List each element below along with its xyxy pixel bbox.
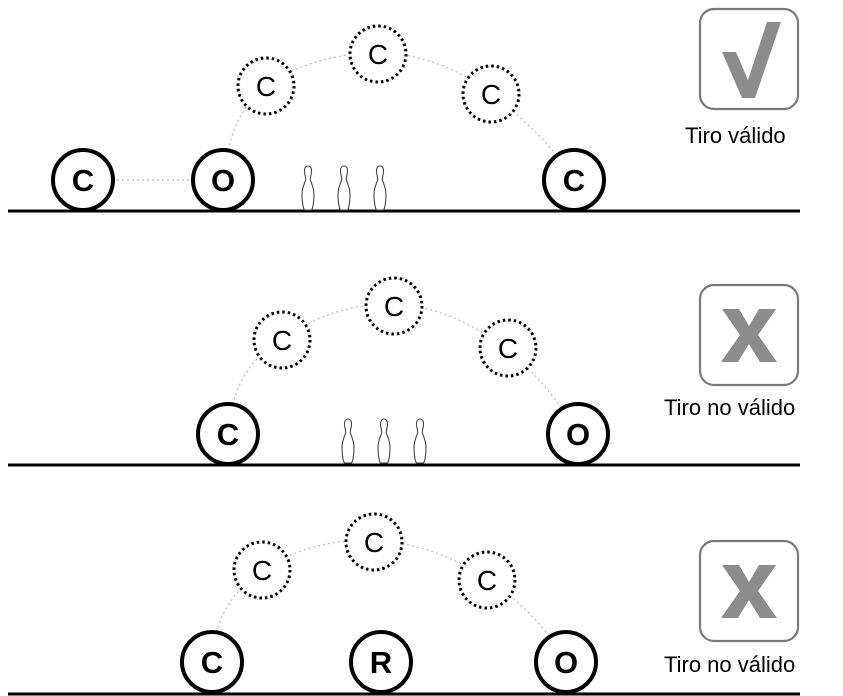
pin bbox=[337, 165, 351, 211]
ball-solid: O bbox=[534, 630, 598, 694]
ball-dotted: C bbox=[232, 540, 292, 600]
ball-letter: C bbox=[252, 555, 272, 586]
ball-letter: R bbox=[370, 645, 392, 680]
ball-letter: C bbox=[72, 163, 94, 198]
ball-letter: C bbox=[364, 527, 384, 558]
pin bbox=[413, 418, 427, 464]
pin bbox=[301, 165, 315, 211]
ball-dotted: C bbox=[461, 64, 521, 124]
check-icon bbox=[698, 7, 800, 111]
ball-solid: O bbox=[191, 148, 255, 212]
ball-letter: C bbox=[217, 417, 239, 452]
result-label-invalid: Tiro no válido bbox=[664, 652, 796, 677]
ball-letter: C bbox=[477, 565, 497, 596]
panel-3: C R C C C O bbox=[8, 512, 800, 696]
ball-letter: C bbox=[256, 71, 276, 102]
ball-solid: R bbox=[349, 630, 413, 694]
cross-icon bbox=[698, 539, 800, 643]
ball-letter: C bbox=[368, 39, 388, 70]
ball-solid: C bbox=[180, 630, 244, 694]
trajectory-arc bbox=[211, 539, 567, 663]
ball-letter: O bbox=[554, 645, 578, 680]
ball-dotted: C bbox=[457, 550, 517, 610]
ball-dotted: C bbox=[344, 512, 404, 572]
ball-letter: C bbox=[384, 291, 404, 322]
trajectory-arc bbox=[224, 51, 576, 181]
ball-letter: C bbox=[498, 333, 518, 364]
ball-letter: C bbox=[201, 645, 223, 680]
ball-dotted: C bbox=[236, 56, 296, 116]
ball-letter: C bbox=[563, 163, 585, 198]
panel-1: C O C C C C bbox=[8, 7, 800, 213]
pin bbox=[341, 418, 355, 464]
ball-dotted: C bbox=[364, 276, 424, 336]
ball-letter: O bbox=[566, 417, 590, 452]
ball-solid: C bbox=[51, 148, 115, 212]
pin bbox=[377, 418, 391, 464]
result-label-invalid: Tiro no válido bbox=[664, 395, 796, 420]
pin bbox=[373, 165, 387, 211]
ball-solid: C bbox=[542, 148, 606, 212]
ball-dotted: C bbox=[252, 310, 312, 370]
ball-dotted: C bbox=[478, 318, 538, 378]
result-label-valid: Tiro válido bbox=[685, 123, 786, 148]
panel-2: C C C C O bbox=[8, 276, 800, 467]
ball-letter: C bbox=[272, 325, 292, 356]
cross-icon bbox=[698, 283, 800, 387]
ball-letter: O bbox=[211, 163, 235, 198]
ball-solid: C bbox=[196, 402, 260, 466]
ball-letter: C bbox=[481, 79, 501, 110]
ball-solid: O bbox=[546, 402, 610, 466]
ball-dotted: C bbox=[348, 24, 408, 84]
